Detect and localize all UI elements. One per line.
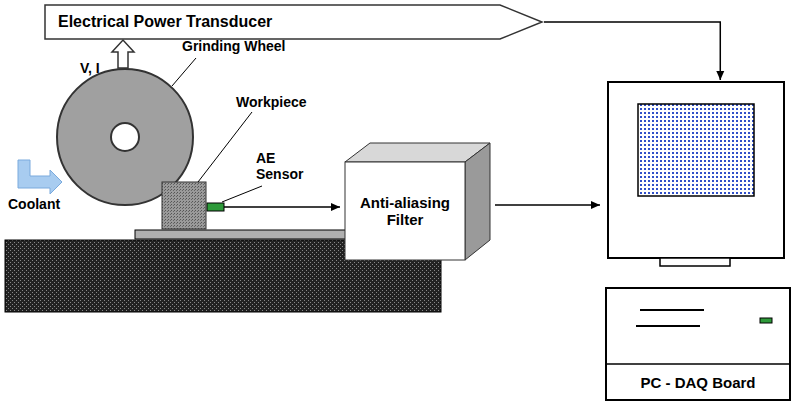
sensor-wire	[224, 206, 340, 208]
leader-line	[222, 186, 262, 202]
node-label: PC - DAQ Board	[640, 374, 755, 391]
part-label: Coolant	[8, 196, 60, 212]
text-area: PC - DAQ Board	[606, 364, 790, 400]
coolant-arrow	[18, 160, 62, 194]
text-area: Electrical Power Transducer	[58, 4, 272, 40]
ae-sensor	[207, 203, 224, 211]
node-label: Anti-aliasing Filter	[345, 194, 465, 228]
transducer-box: Electrical Power Transducer	[44, 4, 544, 40]
signal-label: V, I	[80, 60, 100, 76]
wheel-hole	[111, 123, 139, 151]
part-label: AE Sensor	[256, 150, 316, 182]
leader-line	[198, 112, 252, 182]
signal-arrow	[544, 22, 720, 80]
node-label: Electrical Power Transducer	[58, 13, 272, 31]
filter-box: Anti-aliasing Filter	[340, 140, 495, 265]
part-label: Grinding Wheel	[182, 38, 285, 54]
leader-line	[172, 58, 196, 86]
node-outline	[600, 80, 794, 404]
text-area: Anti-aliasing Filter	[345, 162, 465, 260]
computer: PC - DAQ Board	[600, 80, 794, 404]
workpiece	[162, 182, 206, 229]
signal-arrow	[495, 204, 600, 206]
power-arrow	[112, 40, 134, 68]
part-label: Workpiece	[236, 94, 307, 110]
